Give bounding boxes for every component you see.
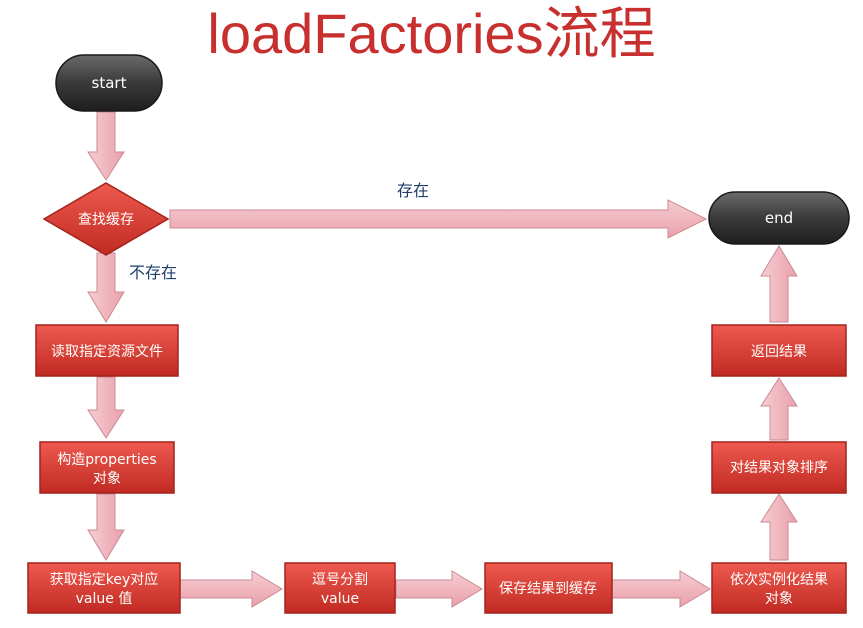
arrow-instantiate-to-sort <box>760 493 798 561</box>
get-value-box <box>27 562 181 614</box>
arrow-sort-to-return <box>760 377 798 441</box>
end-label: end <box>765 209 793 227</box>
read-file-box <box>35 324 179 377</box>
instantiate-label-1: 依次实例化结果 <box>730 572 828 588</box>
save-cache-box <box>484 562 613 614</box>
split-label-1: 逗号分割 <box>312 571 368 588</box>
arrow-build-to-get <box>87 493 125 561</box>
read-file-label: 读取指定资源文件 <box>51 343 163 360</box>
arrow-check-to-read <box>87 252 125 323</box>
edge-label-exists: 存在 <box>397 181 429 200</box>
split-box <box>284 562 396 614</box>
get-value-label-1: 获取指定key对应 <box>50 571 159 588</box>
arrow-split-to-save <box>395 570 483 608</box>
arrow-start-to-check <box>87 111 125 181</box>
check-cache-label: 查找缓存 <box>78 212 134 228</box>
split-label-2: value <box>321 591 359 607</box>
instantiate-label-2: 对象 <box>765 591 793 607</box>
page-title: loadFactories流程 <box>207 2 656 65</box>
edge-label-not-exists: 不存在 <box>129 263 177 282</box>
return-box <box>711 324 847 377</box>
get-value-label-2: value 值 <box>76 591 133 607</box>
arrow-return-to-end <box>760 245 798 323</box>
return-label: 返回结果 <box>751 344 807 360</box>
build-props-label-1: 构造properties <box>57 452 156 468</box>
sort-label: 对结果对象排序 <box>730 460 828 476</box>
arrow-save-to-instantiate <box>611 570 711 608</box>
arrow-get-to-split <box>179 570 283 608</box>
arrow-check-to-end <box>169 199 708 239</box>
sort-box <box>711 441 847 494</box>
build-props-label-2: 对象 <box>93 471 121 487</box>
start-node <box>55 54 163 112</box>
instantiate-box <box>711 562 847 614</box>
arrow-read-to-build <box>87 376 125 439</box>
end-node <box>708 191 850 245</box>
start-label: start <box>92 74 127 92</box>
save-cache-label: 保存结果到缓存 <box>499 581 597 597</box>
build-props-box <box>39 441 175 494</box>
check-cache-decision <box>42 182 170 256</box>
